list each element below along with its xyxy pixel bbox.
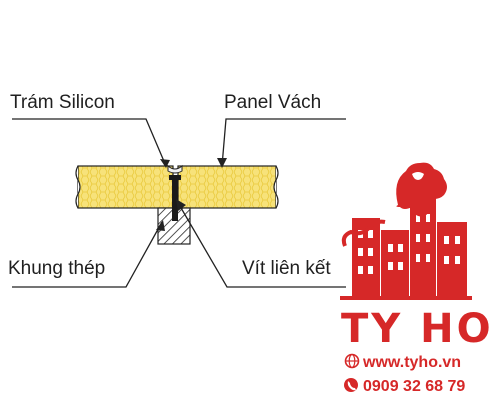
brand-name: TY HO	[341, 306, 494, 352]
label-frame: Khung thép	[8, 258, 105, 279]
label-panel: Panel Vách	[224, 92, 321, 113]
tiger-logo-icon	[340, 162, 472, 300]
leader-silicon	[12, 118, 167, 167]
panel-left	[77, 165, 174, 209]
panel-right	[177, 165, 277, 209]
contact-website[interactable]: www.tyho.vn	[344, 353, 462, 371]
label-silicon: Trám Silicon	[10, 92, 115, 113]
break-line-right	[273, 165, 279, 209]
phone-icon	[344, 378, 358, 392]
website-link[interactable]: www.tyho.vn	[362, 354, 461, 371]
silicon-seal	[167, 164, 183, 174]
panel-assembly	[75, 164, 279, 209]
brand-logo: TY HO	[340, 162, 494, 352]
label-screw: Vít liên kết	[242, 258, 331, 279]
leader-screw	[176, 200, 346, 288]
arrowhead-panel	[217, 158, 227, 168]
leader-frame	[12, 221, 163, 288]
leader-lines	[12, 118, 346, 288]
globe-icon	[344, 353, 360, 369]
arrowhead-screw	[176, 199, 186, 211]
contact-phone[interactable]: 0909 32 68 79	[344, 378, 465, 395]
break-line-left	[75, 165, 81, 209]
phone-number[interactable]: 0909 32 68 79	[363, 378, 465, 395]
arrowhead-silicon	[160, 159, 170, 168]
leader-panel	[221, 118, 346, 167]
arrowhead-frame	[156, 220, 165, 231]
screw	[169, 175, 181, 221]
